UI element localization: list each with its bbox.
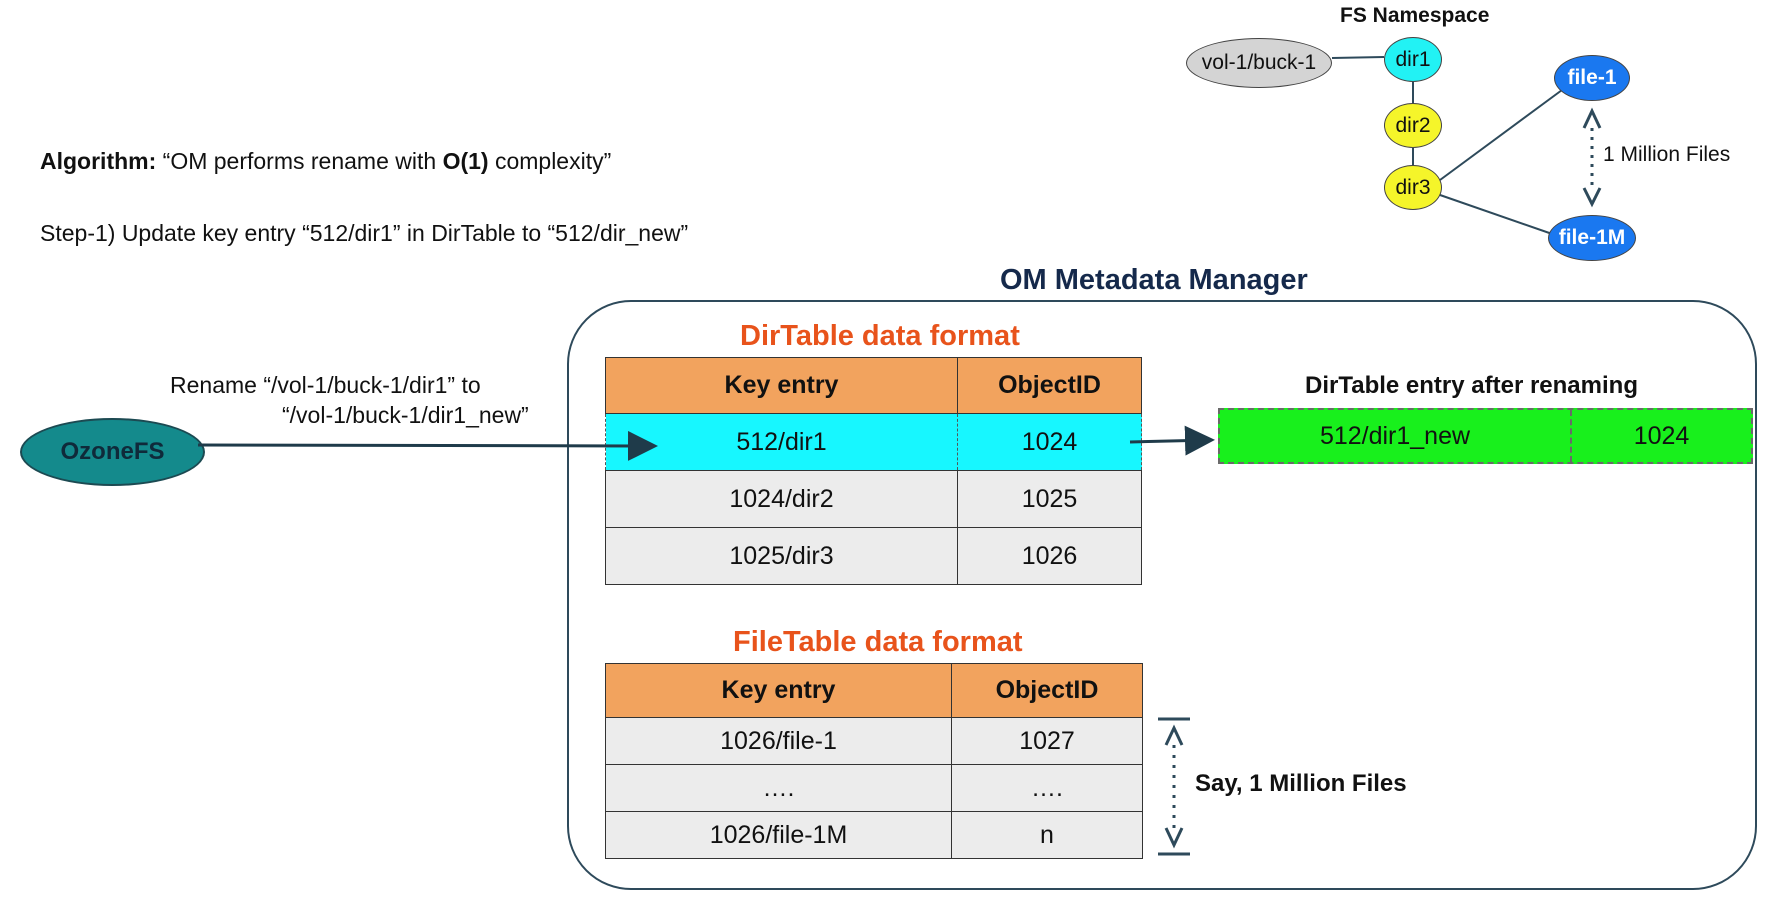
file-table-header-objectid: ObjectID xyxy=(951,663,1143,718)
dir3-node: dir3 xyxy=(1384,165,1442,210)
file-1m-node: file-1M xyxy=(1548,215,1636,261)
manager-container xyxy=(567,300,1757,890)
files-arrow-up-icon xyxy=(1582,107,1602,129)
dir-table-cell-key: 1024/dir2 xyxy=(605,470,958,528)
file-1m-node-label: file-1M xyxy=(1558,226,1626,249)
file-table-cell-key: …. xyxy=(605,764,952,812)
file-table-row: 1026/file-1M n xyxy=(605,811,1143,859)
file-table: Key entry ObjectID 1026/file-1 1027 …. …… xyxy=(605,663,1143,859)
rename-arrow xyxy=(197,430,658,461)
rename-label-line2: “/vol-1/buck-1/dir1_new” xyxy=(282,402,529,428)
algorithm-quote-close: complexity” xyxy=(488,148,612,174)
algorithm-complexity: O(1) xyxy=(442,148,489,174)
dir-table-header-key: Key entry xyxy=(605,357,958,414)
dir-table-row: 1025/dir3 1026 xyxy=(605,527,1142,585)
file-table-cell-key: 1026/file-1M xyxy=(605,811,952,859)
dir1-node: dir1 xyxy=(1384,37,1442,82)
algorithm-statement: Algorithm: “OM performs rename with O(1)… xyxy=(40,148,611,175)
file-table-cell-key: 1026/file-1 xyxy=(605,717,952,765)
after-rename-title: DirTable entry after renaming xyxy=(1305,372,1638,399)
file-table-header: Key entry ObjectID xyxy=(605,663,1143,718)
edge-dir3-file1m xyxy=(1439,194,1559,237)
edge-dir3-file1 xyxy=(1439,89,1563,181)
after-rename-entry: 512/dir1_new 1024 xyxy=(1218,408,1753,464)
after-rename-key: 512/dir1_new xyxy=(1220,410,1572,462)
dir-table-title: DirTable data format xyxy=(740,320,1020,352)
step-1-text: Step-1) Update key entry “512/dir1” in D… xyxy=(40,220,689,246)
file-range-arrow-up-icon xyxy=(1164,724,1184,746)
file-table-title: FileTable data format xyxy=(733,626,1023,658)
files-arrow-down-icon xyxy=(1582,187,1602,208)
after-rename-objectid: 1024 xyxy=(1633,421,1690,450)
edge-volume-dir1 xyxy=(1331,56,1385,59)
dir-table-cell-objectid: 1026 xyxy=(957,527,1142,585)
algorithm-quote-open: “OM performs rename with xyxy=(156,148,443,174)
dir1-node-label: dir1 xyxy=(1395,47,1431,71)
fs-namespace-title: FS Namespace xyxy=(1340,4,1490,27)
dir-table-header: Key entry ObjectID xyxy=(605,357,1142,414)
file-count-note: Say, 1 Million Files xyxy=(1195,770,1407,797)
file-table-header-key: Key entry xyxy=(605,663,952,718)
dir-table-cell-objectid: 1024 xyxy=(957,413,1142,471)
volume-node: vol-1/buck-1 xyxy=(1186,38,1332,88)
ozonefs-label: OzoneFS xyxy=(60,438,165,465)
dir-table-cell-key: 1025/dir3 xyxy=(605,527,958,585)
file-range-arrow-down-icon xyxy=(1164,827,1184,849)
dir2-node: dir2 xyxy=(1384,103,1442,148)
file-table-cell-objectid: 1027 xyxy=(951,717,1143,765)
dir2-node-label: dir2 xyxy=(1395,113,1431,137)
rename-result-arrow xyxy=(1129,425,1215,456)
file-table-row: 1026/file-1 1027 xyxy=(605,717,1143,765)
dir-table-header-objectid: ObjectID xyxy=(957,357,1142,414)
file-table-cell-objectid: …. xyxy=(951,764,1143,812)
volume-node-label: vol-1/buck-1 xyxy=(1201,51,1317,74)
dir-table: Key entry ObjectID 512/dir1 1024 1024/di… xyxy=(605,357,1142,585)
ozonefs-node: OzoneFS xyxy=(20,418,205,486)
file-table-row: …. …. xyxy=(605,764,1143,812)
manager-title: OM Metadata Manager xyxy=(1000,264,1308,296)
file-1-node-label: file-1 xyxy=(1567,66,1617,89)
files-count-label: 1 Million Files xyxy=(1603,143,1731,166)
dir3-node-label: dir3 xyxy=(1395,175,1431,199)
rename-label-line1: Rename “/vol-1/buck-1/dir1” to xyxy=(170,372,481,398)
dir-table-cell-objectid: 1025 xyxy=(957,470,1142,528)
file-1-node: file-1 xyxy=(1554,55,1630,101)
algorithm-label: Algorithm: xyxy=(40,148,157,174)
dir-table-row: 1024/dir2 1025 xyxy=(605,470,1142,528)
file-table-cell-objectid: n xyxy=(951,811,1143,859)
